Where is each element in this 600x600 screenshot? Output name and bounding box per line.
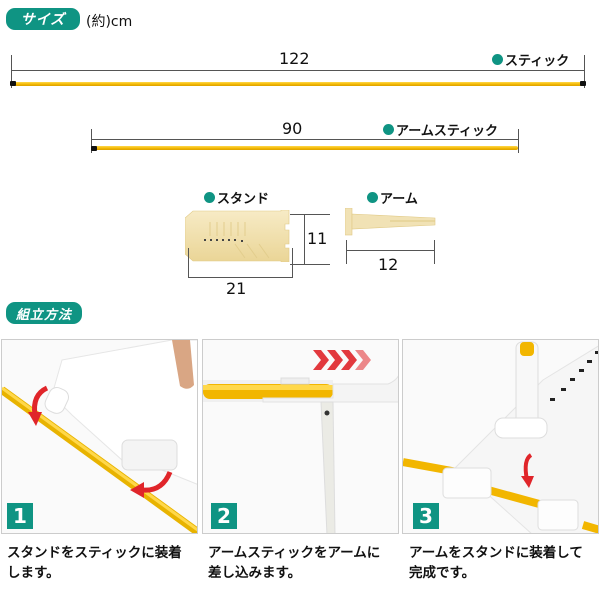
arm-label-text: アーム <box>380 192 418 207</box>
step-2-image: 2 <box>202 339 399 534</box>
stand-height: 11 <box>307 229 328 248</box>
step-1-caption-line2: します。 <box>7 565 60 581</box>
dimension-line <box>346 250 435 251</box>
stick-image <box>13 82 584 86</box>
stick-label-text: スティック <box>505 54 570 69</box>
arm-part-image <box>345 208 436 236</box>
arm-stick-length: 90 <box>282 119 303 138</box>
step-2-badge: 2 <box>211 503 237 529</box>
step-1-caption-line1: スタンドをスティックに装着 <box>7 545 182 561</box>
step-1-illustration <box>2 340 197 533</box>
dimension-tick <box>346 240 347 264</box>
assembly-section-title: 組立方法 <box>6 302 82 324</box>
step-2-illustration <box>203 350 398 533</box>
arm-length: 12 <box>378 255 399 274</box>
stick-label: スティック <box>492 50 569 69</box>
stand-part-image <box>185 210 290 262</box>
step-3-illustration <box>403 341 598 533</box>
step-1-badge: 1 <box>7 503 33 529</box>
step-3-caption-line1: アームをスタンドに装着して <box>409 545 583 561</box>
stand-label: スタンド <box>204 188 269 207</box>
step-2-caption-line1: アームスティックをアームに <box>208 545 381 561</box>
stand-label-text: スタンド <box>217 192 270 207</box>
dimension-tick <box>91 129 92 153</box>
dimension-line <box>304 214 305 265</box>
dimension-line <box>91 139 519 140</box>
step-1-image: 1 <box>1 339 198 534</box>
stand-width: 21 <box>226 279 247 298</box>
step-3-badge: 3 <box>413 503 439 529</box>
dimension-tick <box>188 248 189 278</box>
dimension-tick <box>292 248 293 278</box>
step-3-image: 3 <box>402 339 599 534</box>
arm-stick-image <box>93 146 518 150</box>
bullet-dot-icon <box>492 54 503 65</box>
dimension-tick <box>518 129 519 153</box>
step-3-caption: アームをスタンドに装着して 完成です。 <box>409 543 600 583</box>
size-section-title: サイズ <box>6 8 80 30</box>
step-1-caption: スタンドをスティックに装着 します。 <box>7 543 202 583</box>
unit-label: (約)cm <box>86 14 133 30</box>
bullet-dot-icon <box>367 192 378 203</box>
bullet-dot-icon <box>383 124 394 135</box>
step-2-caption: アームスティックをアームに 差し込みます。 <box>208 543 403 583</box>
dimension-line <box>188 277 293 278</box>
dimension-tick <box>290 214 330 215</box>
stick-end-cap <box>91 146 97 151</box>
dimension-line <box>11 70 585 71</box>
dimension-tick <box>434 240 435 264</box>
bullet-dot-icon <box>204 192 215 203</box>
step-3-caption-line2: 完成です。 <box>409 565 476 581</box>
stick-end-cap <box>10 81 16 86</box>
dimension-tick <box>290 264 330 265</box>
stick-end-cap <box>580 81 586 86</box>
arm-stick-label: アームスティック <box>383 120 498 139</box>
stick-length: 122 <box>279 49 310 68</box>
arm-label: アーム <box>367 188 418 207</box>
arm-stick-label-text: アームスティック <box>396 124 499 139</box>
dimension-tick <box>584 55 585 88</box>
dimension-tick <box>11 55 12 88</box>
step-2-caption-line2: 差し込みます。 <box>208 565 302 581</box>
